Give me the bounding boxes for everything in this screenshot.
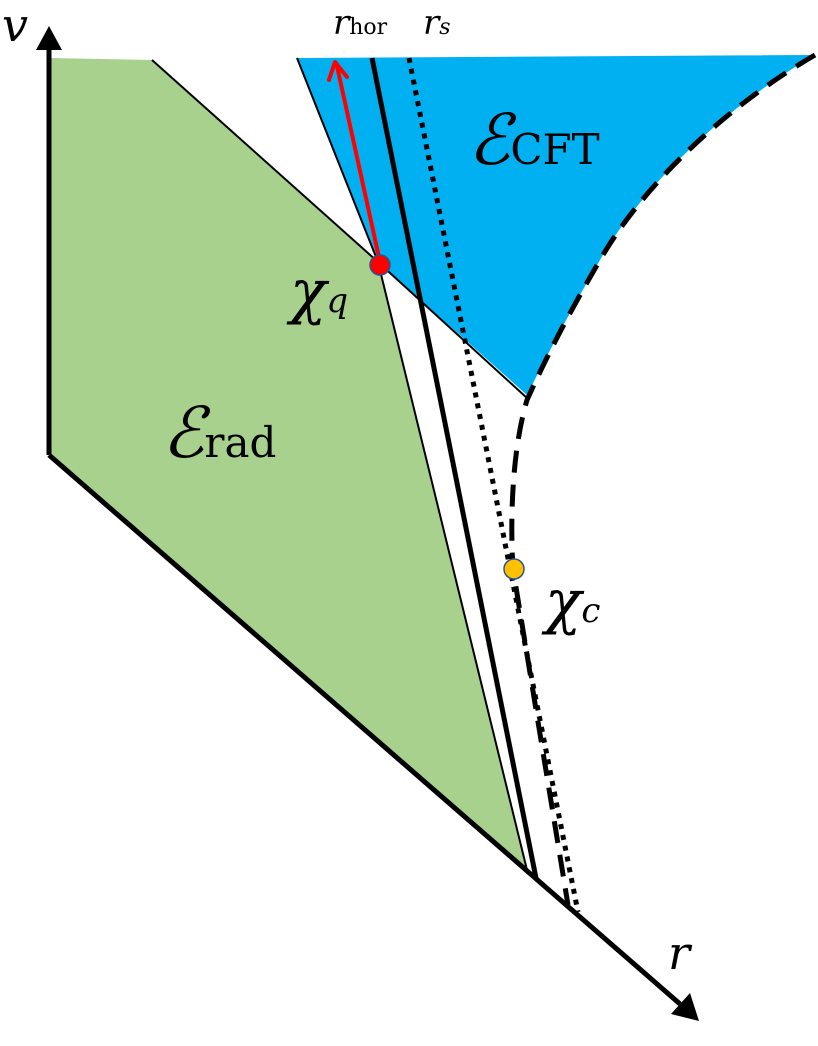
chi-q-point (369, 254, 391, 276)
dashed-boundary-curve (509, 52, 817, 906)
region-cft-label: ℰCFT (468, 99, 600, 181)
red-arrowhead-icon (327, 60, 349, 82)
shell-label: rs (423, 3, 451, 43)
region-cft (297, 55, 815, 395)
shell-dotted-line (406, 57, 581, 913)
rad-top-boundary-line (151, 59, 379, 263)
rad-right-boundary-line (377, 261, 528, 871)
region-rad (49, 58, 527, 870)
v-axis-label: v (2, 0, 28, 52)
horizon-line (369, 57, 539, 879)
cft-lower-boundary-line (377, 261, 528, 399)
chi-q-label: χq (290, 257, 349, 327)
r-axis-arrowhead-icon (671, 993, 699, 1021)
chi-c-point (503, 558, 525, 580)
red-arrow-shaft (335, 65, 382, 263)
horizon-label: rhor (333, 3, 388, 43)
chi-c-label: χc (545, 567, 601, 637)
r-axis-label: r (668, 926, 690, 980)
r-axis-line (47, 453, 682, 1006)
v-axis-arrowhead-icon (36, 26, 62, 50)
region-rad-label: ℰrad (162, 392, 277, 474)
cft-left-boundary-line (296, 57, 379, 263)
